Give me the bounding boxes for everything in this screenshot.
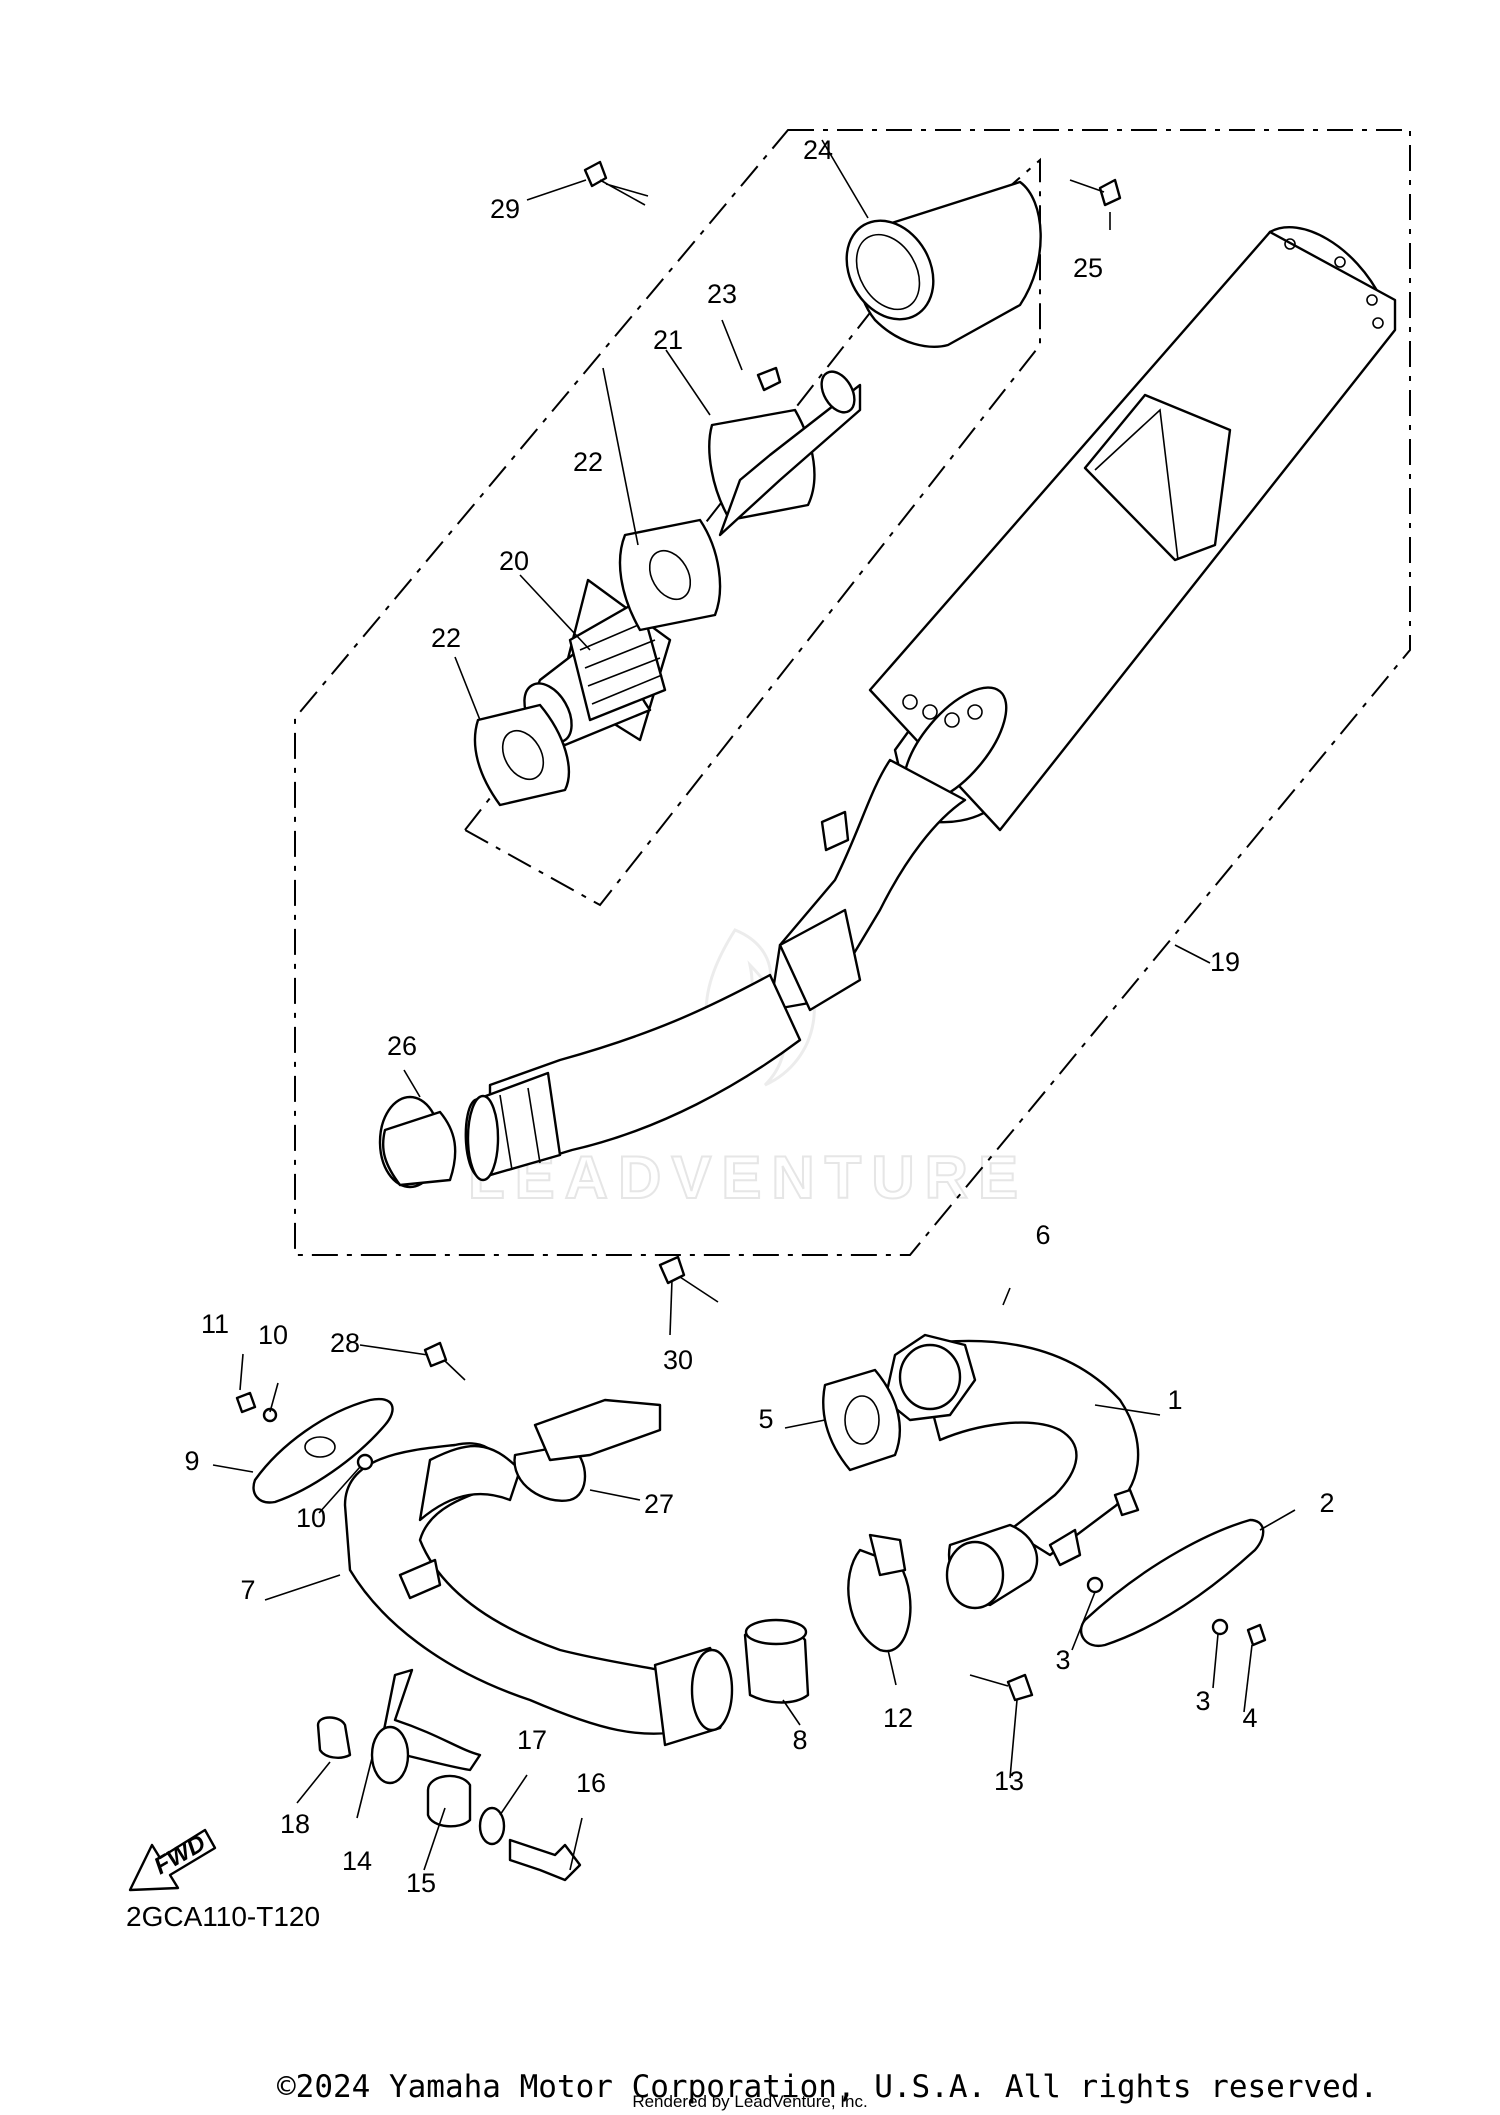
callout-17: 17 bbox=[517, 1725, 547, 1755]
callout-10b: 10 bbox=[296, 1503, 326, 1533]
callout-24: 24 bbox=[803, 135, 833, 165]
diagram-code: 2GCA110-T120 bbox=[126, 1901, 320, 1932]
callout-11: 11 bbox=[201, 1309, 229, 1339]
callout-23: 23 bbox=[707, 279, 737, 309]
callout-7: 7 bbox=[240, 1575, 255, 1605]
callout-1: 1 bbox=[1167, 1385, 1182, 1415]
callout-12: 12 bbox=[883, 1703, 913, 1733]
washer-10b bbox=[356, 1453, 374, 1471]
callout-4: 4 bbox=[1242, 1703, 1257, 1733]
callout-15: 15 bbox=[406, 1868, 436, 1898]
callout-18: 18 bbox=[280, 1809, 310, 1839]
exhaust-pipe-1 bbox=[883, 1333, 1140, 1610]
end-cap bbox=[845, 180, 1042, 348]
rendered-by-notice: Rendered by LeadVenture, Inc. bbox=[632, 2092, 867, 2111]
callout-2: 2 bbox=[1319, 1488, 1334, 1518]
damper-15 bbox=[426, 1774, 472, 1828]
washer-3a bbox=[1086, 1576, 1104, 1594]
callout-3a: 3 bbox=[1055, 1645, 1070, 1675]
callout-9: 9 bbox=[184, 1446, 199, 1476]
callouts: 1 2 3 3 4 5 6 7 8 9 10 10 11 12 13 14 15… bbox=[184, 135, 1334, 1898]
callout-30: 30 bbox=[663, 1345, 693, 1375]
callout-13: 13 bbox=[994, 1766, 1024, 1796]
callout-10a: 10 bbox=[258, 1320, 288, 1350]
callout-8: 8 bbox=[792, 1725, 807, 1755]
callout-3b: 3 bbox=[1195, 1686, 1210, 1716]
callout-22a: 22 bbox=[573, 447, 603, 477]
callout-26: 26 bbox=[387, 1031, 417, 1061]
callout-16: 16 bbox=[576, 1768, 606, 1798]
collar-18 bbox=[316, 1716, 352, 1759]
muffler-body bbox=[464, 226, 1397, 1182]
gasket-5 bbox=[822, 1368, 902, 1472]
callout-5: 5 bbox=[758, 1404, 773, 1434]
end-cap-group-outline bbox=[463, 157, 1041, 907]
callout-20: 20 bbox=[499, 546, 529, 576]
callout-14: 14 bbox=[342, 1846, 372, 1876]
bolt-16 bbox=[508, 1838, 582, 1882]
leader-lines bbox=[212, 139, 1296, 1871]
washer-3b bbox=[1211, 1618, 1229, 1636]
callout-6: 6 bbox=[1035, 1220, 1050, 1250]
heat-guard-9 bbox=[252, 1397, 394, 1504]
callout-22b: 22 bbox=[431, 623, 461, 653]
protector-2 bbox=[1079, 1518, 1265, 1648]
clamp-12 bbox=[847, 1548, 912, 1653]
callout-25: 25 bbox=[1073, 253, 1103, 283]
upper-bolts bbox=[583, 160, 1122, 1303]
callout-27: 27 bbox=[644, 1489, 674, 1519]
bolt-28 bbox=[423, 1341, 448, 1368]
silencer-core-parts bbox=[473, 366, 862, 807]
callout-19: 19 bbox=[1210, 947, 1240, 977]
bolt-11 bbox=[235, 1391, 257, 1414]
bolt-4 bbox=[1246, 1623, 1267, 1647]
callout-21: 21 bbox=[653, 325, 683, 355]
bolt-13 bbox=[1006, 1673, 1034, 1702]
fwd-label: FWD bbox=[150, 1829, 211, 1880]
callout-28: 28 bbox=[330, 1328, 360, 1358]
washer-17 bbox=[478, 1806, 506, 1846]
exhaust-pipe-7 bbox=[343, 1442, 734, 1747]
callout-29: 29 bbox=[490, 194, 520, 224]
copyright-notice: ©2024 Yamaha Motor Corporation, U.S.A. A… bbox=[277, 2069, 1378, 2105]
fwd-arrow-icon: FWD bbox=[128, 1828, 217, 1892]
muffler-assembly-outline bbox=[294, 129, 1411, 1256]
